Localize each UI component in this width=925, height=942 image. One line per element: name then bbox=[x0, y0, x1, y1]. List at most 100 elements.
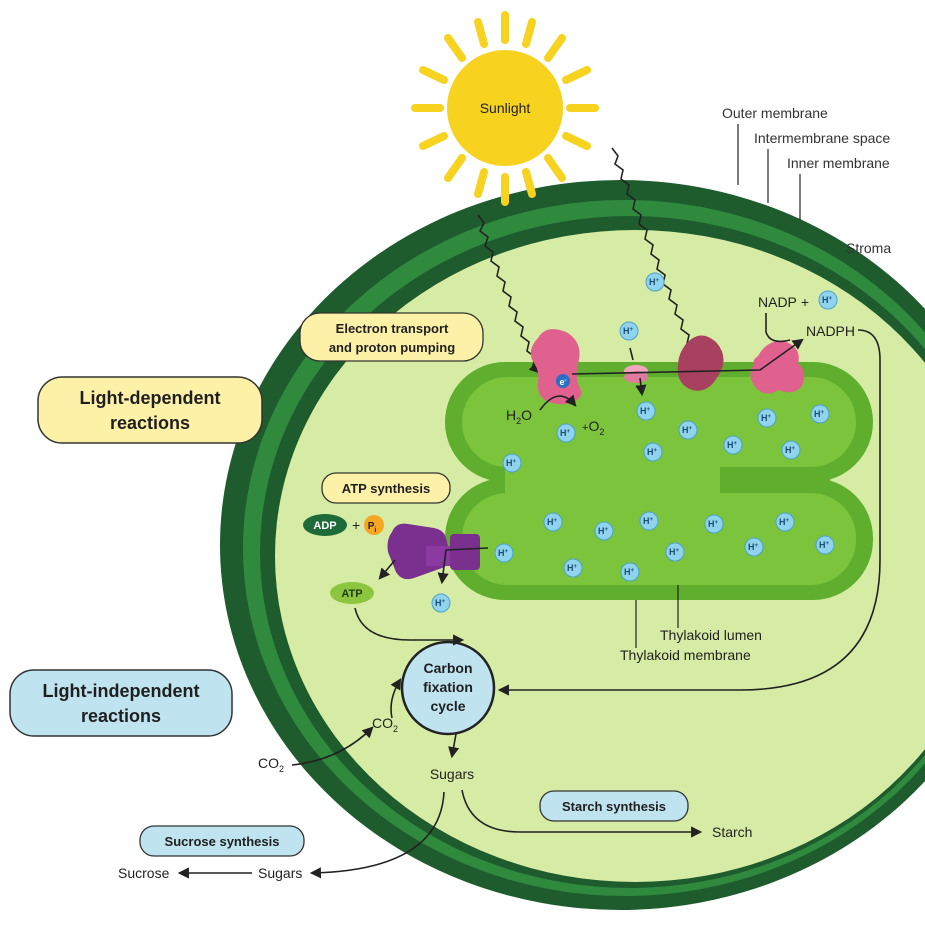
light-dependent-box: Light-dependent reactions bbox=[37, 376, 263, 444]
electron-carrier bbox=[556, 374, 570, 388]
svg-text:+: + bbox=[352, 517, 360, 533]
hydrogen-ion: H+ bbox=[494, 543, 514, 563]
svg-text:ATP: ATP bbox=[341, 588, 362, 600]
svg-text:H+: H+ bbox=[682, 425, 693, 435]
outer-membrane-label: Outer membrane bbox=[722, 105, 828, 121]
electron-transport-arrows bbox=[539, 313, 804, 411]
hydrogen-ion: H+ bbox=[643, 442, 663, 462]
hydrogen-ion: H+ bbox=[818, 290, 838, 310]
light-ray-right bbox=[611, 147, 707, 382]
sugars-outside-label: Sugars bbox=[258, 865, 302, 881]
svg-text:H+: H+ bbox=[498, 548, 509, 558]
stroma-label: Stroma bbox=[846, 240, 891, 256]
hydrogen-ion: H+ bbox=[723, 435, 743, 455]
svg-text:H+: H+ bbox=[647, 447, 658, 457]
pi-badge bbox=[364, 515, 384, 535]
sugars-to-starch-arrow bbox=[461, 789, 703, 838]
svg-text:H+: H+ bbox=[643, 516, 654, 526]
sun-rays bbox=[411, 11, 599, 206]
hydrogen-ion: H+ bbox=[744, 537, 764, 557]
atp-synthase-arrows bbox=[378, 547, 489, 585]
svg-text:Electron transport: Electron transport bbox=[336, 321, 449, 336]
svg-text:H+: H+ bbox=[649, 277, 660, 287]
light-independent-box: Light-independent reactions bbox=[9, 669, 233, 737]
thylakoid-junction-lumen bbox=[505, 460, 720, 498]
cytochrome-complex bbox=[677, 335, 724, 391]
svg-text:H+: H+ bbox=[785, 445, 796, 455]
svg-text:H+: H+ bbox=[819, 540, 830, 550]
co2-inside-label: CO2 bbox=[372, 715, 398, 734]
h2o-label: H2O bbox=[506, 407, 532, 426]
svg-text:H+: H+ bbox=[779, 517, 790, 527]
hydrogen-ion: H+ bbox=[636, 401, 656, 421]
light-ray-left bbox=[477, 214, 541, 374]
sugars-to-sucrose-arrow bbox=[309, 791, 445, 879]
sucrose-label: Sucrose bbox=[118, 865, 170, 881]
hydrogen-ion: H+ bbox=[556, 423, 576, 443]
svg-text:H+: H+ bbox=[761, 413, 772, 423]
hydrogen-ions: H+ H+ H+ H+ H+ H+ H+ H+ H+ H+ H+ H+ H+ H+ H+ H+ H+ H+ H+ H+… bbox=[431, 272, 838, 613]
adp-pi: ADP + Pi bbox=[303, 514, 384, 536]
svg-text:cycle: cycle bbox=[430, 698, 465, 714]
plastoquinone bbox=[624, 365, 648, 383]
svg-text:H+: H+ bbox=[623, 326, 634, 336]
intermembrane-space-label: Intermembrane space bbox=[754, 130, 890, 146]
svg-text:e-: e- bbox=[559, 377, 566, 387]
flow-arrows bbox=[177, 329, 881, 879]
hydrogen-ion: H+ bbox=[620, 562, 640, 582]
thylakoid-membrane-label: Thylakoid membrane bbox=[620, 647, 751, 663]
hydrogen-ion: H+ bbox=[502, 453, 522, 473]
photosystem-i bbox=[750, 341, 805, 394]
sun: Sunlight bbox=[411, 11, 599, 206]
membrane-labels: Outer membrane Intermembrane space Inner… bbox=[722, 105, 891, 256]
svg-text:H+: H+ bbox=[640, 406, 651, 416]
svg-text:H+: H+ bbox=[822, 295, 833, 305]
co2-to-cycle-arrow bbox=[291, 726, 374, 766]
light-rays bbox=[477, 147, 707, 382]
starch-synthesis-box: Starch synthesis bbox=[539, 790, 689, 822]
carbon-fixation-cycle: Carbon fixation cycle bbox=[400, 640, 496, 736]
adp-badge bbox=[303, 514, 347, 536]
hydrogen-ion: H+ bbox=[594, 521, 614, 541]
co2-outside-label: CO2 bbox=[258, 755, 284, 774]
hydrogen-ion: H+ bbox=[810, 404, 830, 424]
nadp-label: NADP+ bbox=[758, 294, 809, 310]
sugars-label: Sugars bbox=[430, 766, 474, 782]
svg-text:and proton pumping: and proton pumping bbox=[329, 340, 455, 355]
svg-text:H+: H+ bbox=[708, 519, 719, 529]
sucrose-synthesis-box: Sucrose synthesis bbox=[139, 825, 305, 857]
svg-text:ADP: ADP bbox=[313, 520, 336, 532]
svg-text:H+: H+ bbox=[814, 409, 825, 419]
sun-disc bbox=[447, 50, 563, 166]
nadph-label: NADPH bbox=[806, 323, 855, 339]
hydrogen-ion: H+ bbox=[678, 420, 698, 440]
photosystem-ii-shape bbox=[530, 329, 582, 405]
thylakoid-stack bbox=[445, 362, 873, 600]
atp-synthesis-box: ATP synthesis bbox=[321, 472, 451, 504]
hydrogen-ion: H+ bbox=[704, 514, 724, 534]
svg-text:Pi: Pi bbox=[368, 521, 377, 534]
hydrogen-ion: H+ bbox=[431, 593, 451, 613]
svg-text:H+: H+ bbox=[506, 458, 517, 468]
svg-text:Light-dependent: Light-dependent bbox=[80, 388, 221, 408]
atp-to-cycle-arrow bbox=[354, 607, 465, 646]
svg-text:Light-independent: Light-independent bbox=[43, 681, 200, 701]
hydrogen-ion: H+ bbox=[543, 512, 563, 532]
svg-text:H+: H+ bbox=[560, 428, 571, 438]
svg-text:H+: H+ bbox=[727, 440, 738, 450]
thylakoid-junction-right bbox=[770, 470, 830, 488]
electron-transport-box: Electron transport and proton pumping bbox=[299, 312, 484, 362]
inner-membrane-label: Inner membrane bbox=[787, 155, 890, 171]
hydrogen-ion: H+ bbox=[775, 512, 795, 532]
svg-text:H+: H+ bbox=[669, 547, 680, 557]
nadph-to-cycle-arrow bbox=[497, 329, 881, 696]
thylakoid-lumen-label: Thylakoid lumen bbox=[660, 627, 762, 643]
hydrogen-ion: H+ bbox=[645, 272, 665, 292]
hydrogen-ion: H+ bbox=[815, 535, 835, 555]
svg-text:H+: H+ bbox=[567, 563, 578, 573]
svg-text:reactions: reactions bbox=[110, 413, 190, 433]
thylakoid-labels: Thylakoid lumen Thylakoid membrane bbox=[620, 585, 762, 663]
hydrogen-ion: H+ bbox=[639, 511, 659, 531]
svg-text:ATP synthesis: ATP synthesis bbox=[342, 481, 430, 496]
